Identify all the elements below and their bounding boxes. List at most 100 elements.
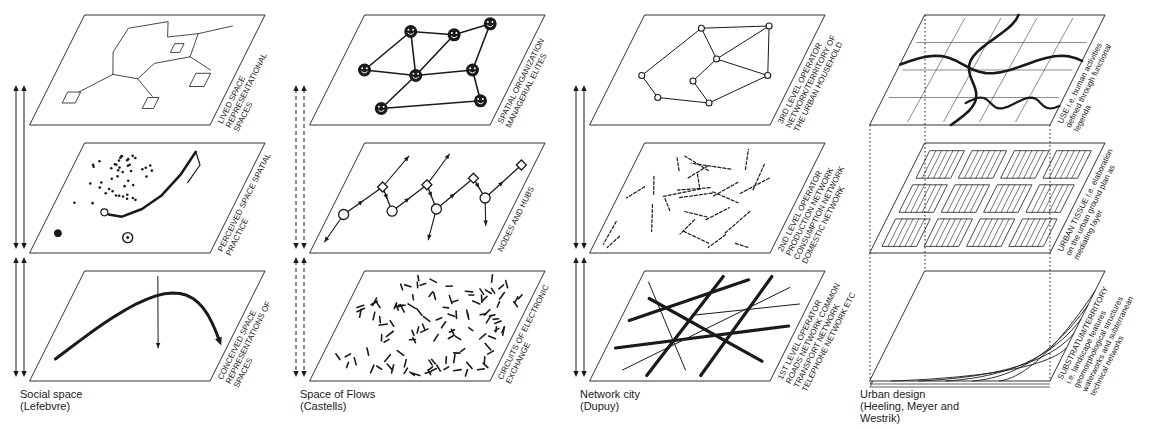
household-link: [717, 59, 768, 76]
household-link: [642, 76, 658, 98]
arrow-head: [428, 191, 432, 196]
flow-line: [436, 178, 473, 209]
tissue-hatch: [973, 219, 987, 247]
operator-dashed-line: [678, 188, 710, 190]
operator-dashed-line: [651, 205, 653, 232]
elite-smiley: [478, 102, 484, 104]
label-holder: 2ND LEVEL OPERATOR PRODUCTION NETWORK CO…: [776, 147, 859, 265]
tissue-hatch: [1007, 185, 1021, 213]
practice-dot: [91, 202, 94, 205]
hub-diamond: [378, 182, 388, 192]
hub-circle: [431, 204, 441, 214]
exchange-dash: [488, 351, 494, 354]
practice-hook: [109, 152, 196, 217]
exchange-dash: [367, 348, 369, 355]
use-boundary: [951, 15, 1019, 125]
hub-diamond: [516, 160, 526, 170]
elite-smiley: [412, 73, 414, 75]
operator-dashed-line: [725, 211, 750, 232]
tissue-hatch: [990, 219, 1004, 247]
elite-smiley: [378, 110, 384, 112]
operator-dashed-line: [627, 187, 645, 198]
arrow-head: [498, 182, 503, 187]
elite-smiley: [474, 67, 476, 69]
label-holder: SUBSTRATUM/TERRITORY i.e. landscape feat…: [1056, 275, 1147, 397]
arrow-head: [21, 257, 26, 263]
exchange-dash: [455, 336, 460, 339]
tissue-hatch: [1018, 151, 1032, 179]
exchange-dash: [506, 281, 508, 288]
tissue-block: [1026, 185, 1074, 213]
label-holder: USE i.e. human activities defined throug…: [1056, 19, 1131, 133]
household-link: [693, 59, 717, 81]
label-holder: SPATIAL ORGANIZATION MANAGERIAL ELITES: [496, 19, 563, 129]
exchange-dash: [347, 362, 349, 367]
practice-dot: [117, 169, 120, 172]
tissue-hatch: [888, 219, 902, 247]
tissue-hatch: [911, 219, 925, 247]
exchange-dash: [373, 298, 377, 305]
label-holder: Social space (Lefebvre): [20, 388, 100, 412]
exchange-dash: [345, 354, 350, 357]
network-line: [411, 32, 416, 76]
arrow-head: [404, 156, 409, 161]
practice-dot: [126, 193, 129, 196]
tissue-hatch: [947, 185, 961, 213]
layer-label: NODES AND HUBS: [496, 147, 555, 253]
operator-dashed-line: [677, 157, 679, 171]
operator-dashed-line: [680, 220, 695, 234]
caption: Space of Flows (Castells): [300, 388, 400, 412]
exchange-dash: [354, 358, 356, 365]
exchange-dash: [454, 355, 455, 363]
practice-circle: [126, 236, 129, 239]
operator-dashed-line: [607, 236, 619, 247]
arrow-head: [573, 371, 578, 377]
conceived-line: [157, 277, 158, 349]
label-holder: URBAN TISSUE i.e. elaboration on the urb…: [1056, 147, 1131, 261]
exchange-dash: [454, 352, 460, 354]
tissue-hatch: [922, 185, 936, 213]
exchange-dash: [465, 370, 467, 376]
layer-arrow: [16, 261, 17, 373]
plan-line: [198, 26, 232, 34]
exchange-dash: [357, 308, 364, 312]
exchange-dash: [436, 318, 441, 320]
arrow-head: [445, 154, 450, 159]
exchange-dash: [425, 372, 431, 374]
elite-smiley: [469, 67, 471, 69]
exchange-dash: [409, 339, 415, 341]
arrow-head: [21, 371, 26, 377]
exchange-dash: [432, 359, 436, 363]
operator-dashed-line: [684, 231, 709, 243]
tissue-block: [967, 219, 1015, 247]
tissue-hatch: [947, 219, 961, 247]
tissue-hatch: [1026, 219, 1040, 247]
hub-circle: [387, 206, 397, 216]
label-holder: NODES AND HUBS: [496, 147, 555, 253]
elite-smiley: [417, 73, 419, 75]
arrow-head: [383, 194, 387, 199]
practice-dot: [111, 190, 114, 193]
network-line: [695, 304, 800, 315]
exchange-dash: [497, 302, 499, 307]
exchange-dash: [451, 329, 453, 334]
use-boundary: [966, 98, 1060, 109]
hub-circle: [339, 210, 349, 220]
practice-dot: [149, 164, 152, 167]
plan-rectangle: [190, 73, 211, 86]
hub-diamond: [422, 180, 432, 190]
elite-smiley: [408, 33, 414, 35]
tissue-hatch: [978, 219, 992, 247]
tissue-hatch: [939, 151, 953, 179]
exchange-dash: [434, 334, 438, 341]
elite-smiley: [407, 29, 409, 31]
tissue-hatch: [1043, 185, 1057, 213]
network-line: [365, 32, 411, 71]
tissue-hatch: [928, 151, 942, 179]
exchange-dash: [480, 334, 486, 339]
layer-label: USE i.e. human activities defined throug…: [1056, 19, 1131, 133]
layer-arrow: [584, 89, 585, 245]
tissue-hatch: [976, 151, 990, 179]
exchange-dash: [417, 276, 419, 281]
